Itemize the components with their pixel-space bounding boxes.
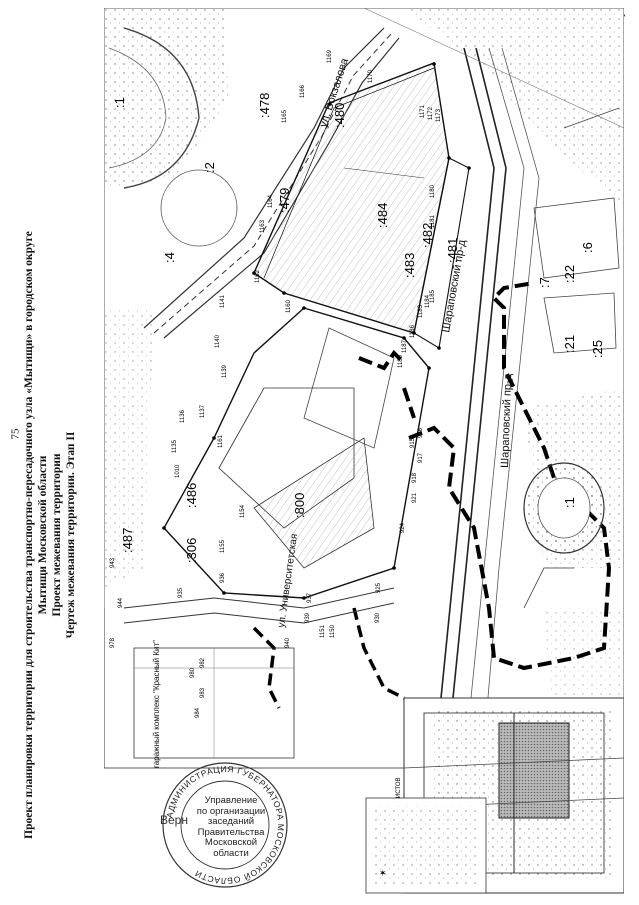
svg-text:✶: ✶: [379, 869, 387, 879]
point-939: 939: [305, 612, 311, 623]
point-940: 940: [285, 637, 291, 648]
point-1010: 1010: [175, 464, 181, 478]
point-1166: 1166: [300, 84, 306, 98]
parcel-483: :483: [402, 253, 417, 278]
header-line-4: Чертеж межевания территории. Этап II: [65, 431, 77, 639]
header-line-2: Мытищи Московской области: [37, 455, 49, 615]
point-1160: 1160: [286, 299, 292, 313]
parcel-21: :21: [562, 335, 577, 353]
parcel-25: :25: [590, 340, 605, 358]
point-1169: 1169: [327, 49, 333, 63]
parcel-22: :22: [562, 265, 577, 283]
point-1186: 1186: [410, 324, 416, 338]
street-label-sharapovsky-2: Шараповский пр-д: [499, 373, 514, 468]
parcel-2: :2: [202, 162, 217, 173]
garage-complex-caption: гаражный комплекс "Красный Кит": [152, 640, 161, 768]
point-1141: 1141: [220, 294, 226, 308]
survey-map: ул. Вокзалова Шараповский пр-д Шараповск…: [104, 8, 624, 898]
point-1172: 1172: [428, 106, 434, 120]
parcel-479: :479: [277, 188, 292, 213]
parcel-1-bottom: :1: [562, 497, 577, 508]
point-1187: 1187: [402, 339, 408, 353]
point-1170: 1170: [368, 69, 374, 83]
point-1184: 1184: [425, 294, 431, 308]
point-1164: 1164: [268, 194, 274, 208]
point-1163: 1163: [260, 219, 266, 233]
official-seal: АДМИНИСТРАЦИЯ ГУБЕРНАТОРА МОСКОВСКОЙ ОБЛ…: [162, 762, 288, 888]
point-918: 918: [412, 472, 418, 483]
point-943: 943: [110, 557, 116, 568]
point-978: 978: [110, 637, 116, 648]
point-944: 944: [118, 597, 124, 608]
header-line-3: Проект межевания территории: [51, 453, 63, 617]
point-917: 917: [418, 452, 424, 463]
point-937: 937: [307, 592, 313, 603]
parcel-484: :484: [375, 203, 390, 228]
point-983: 983: [200, 687, 206, 698]
parcel-1-top: :1: [112, 97, 127, 108]
point-915: 915: [410, 437, 416, 448]
point-930: 930: [375, 612, 381, 623]
point-1173: 1173: [436, 108, 442, 122]
seal-center-text: Управление по организации заседаний Прав…: [196, 795, 266, 859]
point-1183: 1183: [418, 304, 424, 318]
parcel-487: :487: [120, 528, 135, 553]
point-1139: 1139: [222, 364, 228, 378]
parcel-482: :482: [420, 223, 435, 248]
point-1189: 1189: [398, 354, 404, 368]
point-1161: 1161: [218, 434, 224, 448]
point-984: 984: [195, 707, 201, 718]
point-1137: 1137: [200, 404, 206, 418]
header-line-1: Проект планировки территории для строите…: [23, 231, 35, 839]
point-1135: 1135: [172, 439, 178, 453]
point-1154: 1154: [240, 504, 246, 518]
point-1185: 1185: [430, 289, 436, 303]
parcel-481: :481: [445, 238, 460, 263]
point-935: 935: [178, 587, 184, 598]
page-number: 75: [9, 428, 22, 440]
parcel-7: :7: [537, 277, 552, 288]
point-1171: 1171: [420, 104, 426, 118]
point-1180: 1180: [430, 184, 436, 198]
point-1162: 1162: [255, 269, 261, 283]
parcel-6: :6: [580, 242, 595, 253]
point-921: 921: [412, 492, 418, 503]
point-925: 925: [376, 582, 382, 593]
point-1155: 1155: [220, 539, 226, 553]
point-980: 980: [190, 667, 196, 678]
parcel-306: :306: [184, 538, 199, 563]
point-1140: 1140: [215, 334, 221, 348]
parcel-4: :4: [162, 252, 177, 263]
document-header: Проект планировки территории для строите…: [22, 170, 100, 900]
point-924: 924: [400, 522, 406, 533]
stage-boundary-line: [358, 281, 612, 671]
point-936: 936: [220, 572, 226, 583]
point-982: 982: [200, 657, 206, 668]
parcel-480: :480: [332, 103, 347, 128]
signature-text: Верн: [160, 813, 188, 827]
point-1151: 1151: [320, 624, 326, 638]
parcel-486: :486: [184, 483, 199, 508]
point-1150: 1150: [330, 624, 336, 638]
map-canvas: ул. Вокзалова Шараповский пр-д Шараповск…: [104, 8, 624, 894]
point-916: 916: [418, 427, 424, 438]
parcel-478: :478: [257, 93, 272, 118]
point-1181: 1181: [430, 214, 436, 228]
point-1165: 1165: [282, 109, 288, 123]
parcel-800: :800: [292, 493, 307, 518]
point-1136: 1136: [180, 409, 186, 423]
